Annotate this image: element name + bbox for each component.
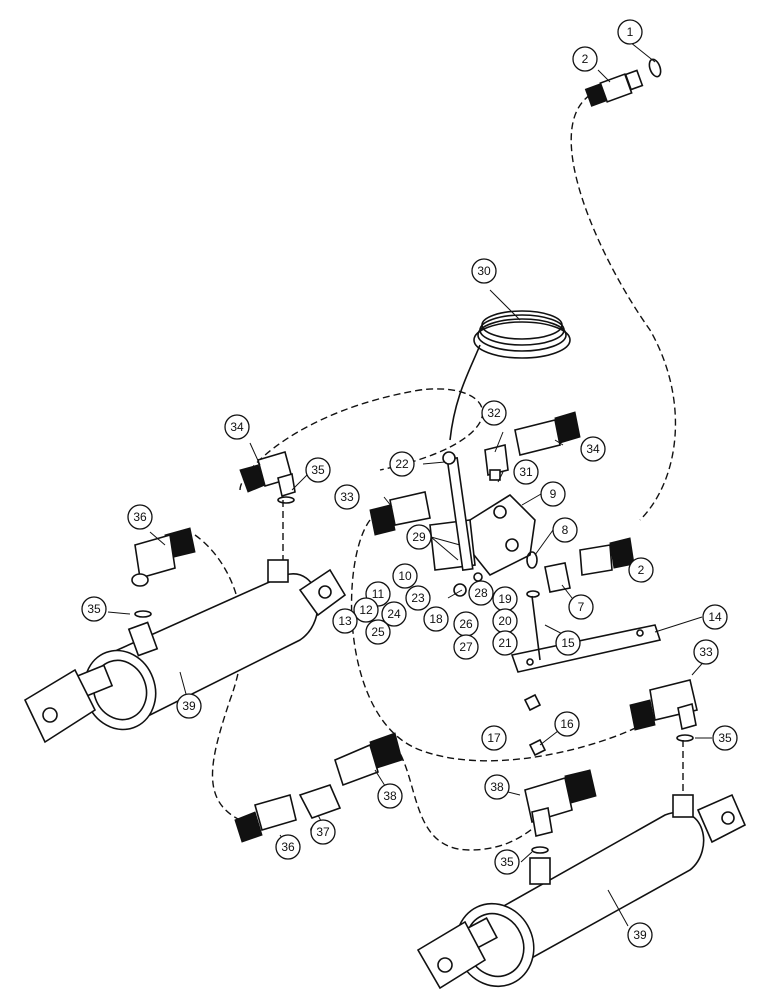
callout-14: 14 xyxy=(702,604,728,630)
callout-label: 19 xyxy=(498,592,512,606)
callout-19: 19 xyxy=(492,586,518,612)
callout-30: 30 xyxy=(471,258,497,284)
callout-label: 34 xyxy=(586,442,600,456)
callout-label: 31 xyxy=(519,465,533,479)
callout-label: 2 xyxy=(582,52,589,66)
hose-left-cylinder xyxy=(194,534,244,821)
callout-label: 24 xyxy=(387,607,401,621)
callout-label: 7 xyxy=(578,600,585,614)
callout-label: 39 xyxy=(182,699,196,713)
callout-36-bottom: 36 xyxy=(275,834,301,860)
callout-label: 30 xyxy=(477,264,491,278)
callout-2-right: 2 xyxy=(628,557,654,583)
callout-label: 9 xyxy=(550,487,557,501)
callout-label: 12 xyxy=(359,603,373,617)
callout-2-top: 2 xyxy=(572,46,598,72)
callout-38-center: 38 xyxy=(377,783,403,809)
callout-label: 33 xyxy=(340,490,354,504)
callout-33-right: 33 xyxy=(693,639,719,665)
callout-31: 31 xyxy=(513,459,539,485)
callout-label: 25 xyxy=(371,625,385,639)
callout-label: 34 xyxy=(230,420,244,434)
callout-label: 27 xyxy=(459,640,473,654)
callout-label: 15 xyxy=(561,636,575,650)
callout-label: 35 xyxy=(718,731,732,745)
callout-label: 21 xyxy=(498,636,512,650)
hydraulic-cylinder-left xyxy=(23,559,347,744)
callout-32: 32 xyxy=(481,400,507,426)
callout-label: 37 xyxy=(316,825,330,839)
callout-label: 13 xyxy=(338,614,352,628)
hose-valve-to-coupler xyxy=(570,94,677,521)
callout-23: 23 xyxy=(405,585,431,611)
callout-18: 18 xyxy=(423,606,449,632)
callout-35-right: 35 xyxy=(712,725,738,751)
callout-27: 27 xyxy=(453,634,479,660)
callout-label: 35 xyxy=(311,463,325,477)
callout-29: 29 xyxy=(406,524,432,550)
callout-1: 1 xyxy=(617,19,643,45)
callout-label: 22 xyxy=(395,457,409,471)
callout-37: 37 xyxy=(310,819,336,845)
callout-15: 15 xyxy=(555,630,581,656)
mount-plate-and-bolt xyxy=(510,590,662,712)
callout-label: 35 xyxy=(500,855,514,869)
callout-35-left: 35 xyxy=(81,596,107,622)
callout-label: 35 xyxy=(87,602,101,616)
callout-label: 17 xyxy=(487,731,501,745)
callout-label: 28 xyxy=(474,586,488,600)
callout-label: 32 xyxy=(487,406,501,420)
callout-39-right: 39 xyxy=(627,922,653,948)
callout-label: 38 xyxy=(383,789,397,803)
callout-39-left: 39 xyxy=(176,693,202,719)
callout-13: 13 xyxy=(332,608,358,634)
callout-label: 38 xyxy=(490,780,504,794)
callout-17: 17 xyxy=(481,725,507,751)
leader-lines xyxy=(107,41,712,927)
callout-label: 39 xyxy=(633,928,647,942)
hydraulic-cylinder-right xyxy=(416,793,747,990)
callout-9: 9 xyxy=(540,481,566,507)
callout-label: 14 xyxy=(708,610,722,624)
callout-7: 7 xyxy=(568,594,594,620)
fittings xyxy=(131,411,698,854)
callout-35-top: 35 xyxy=(305,457,331,483)
callout-label: 10 xyxy=(398,569,412,583)
callout-label: 23 xyxy=(411,591,425,605)
callout-10: 10 xyxy=(392,563,418,589)
callout-21: 21 xyxy=(492,630,518,656)
callout-label: 20 xyxy=(498,614,512,628)
hose-lower-loop xyxy=(350,519,651,762)
callout-24: 24 xyxy=(381,601,407,627)
callout-label: 36 xyxy=(281,840,295,854)
callout-16: 16 xyxy=(554,711,580,737)
callout-label: 36 xyxy=(133,510,147,524)
callout-label: 8 xyxy=(562,523,569,537)
callout-34-left: 34 xyxy=(224,414,250,440)
callout-label: 2 xyxy=(638,563,645,577)
callout-label: 1 xyxy=(627,25,634,39)
callout-25: 25 xyxy=(365,619,391,645)
callout-label: 26 xyxy=(459,617,473,631)
callout-35-bottom: 35 xyxy=(494,849,520,875)
callout-label: 18 xyxy=(429,612,443,626)
callout-28: 28 xyxy=(468,580,494,606)
callout-8: 8 xyxy=(552,517,578,543)
callout-label: 11 xyxy=(372,587,385,601)
callout-label: 16 xyxy=(560,717,574,731)
quick-coupler-top xyxy=(584,58,662,107)
callout-26: 26 xyxy=(453,611,479,637)
callout-22: 22 xyxy=(389,451,415,477)
callout-36-left: 36 xyxy=(127,504,153,530)
callout-label: 29 xyxy=(412,530,426,544)
callout-12: 12 xyxy=(353,597,379,623)
valve-block xyxy=(429,451,536,597)
callout-38-right: 38 xyxy=(484,774,510,800)
callout-34-right: 34 xyxy=(580,436,606,462)
coiled-cable-30 xyxy=(449,310,571,441)
callout-20: 20 xyxy=(492,608,518,634)
callout-33-left: 33 xyxy=(334,484,360,510)
callout-label: 33 xyxy=(699,645,713,659)
